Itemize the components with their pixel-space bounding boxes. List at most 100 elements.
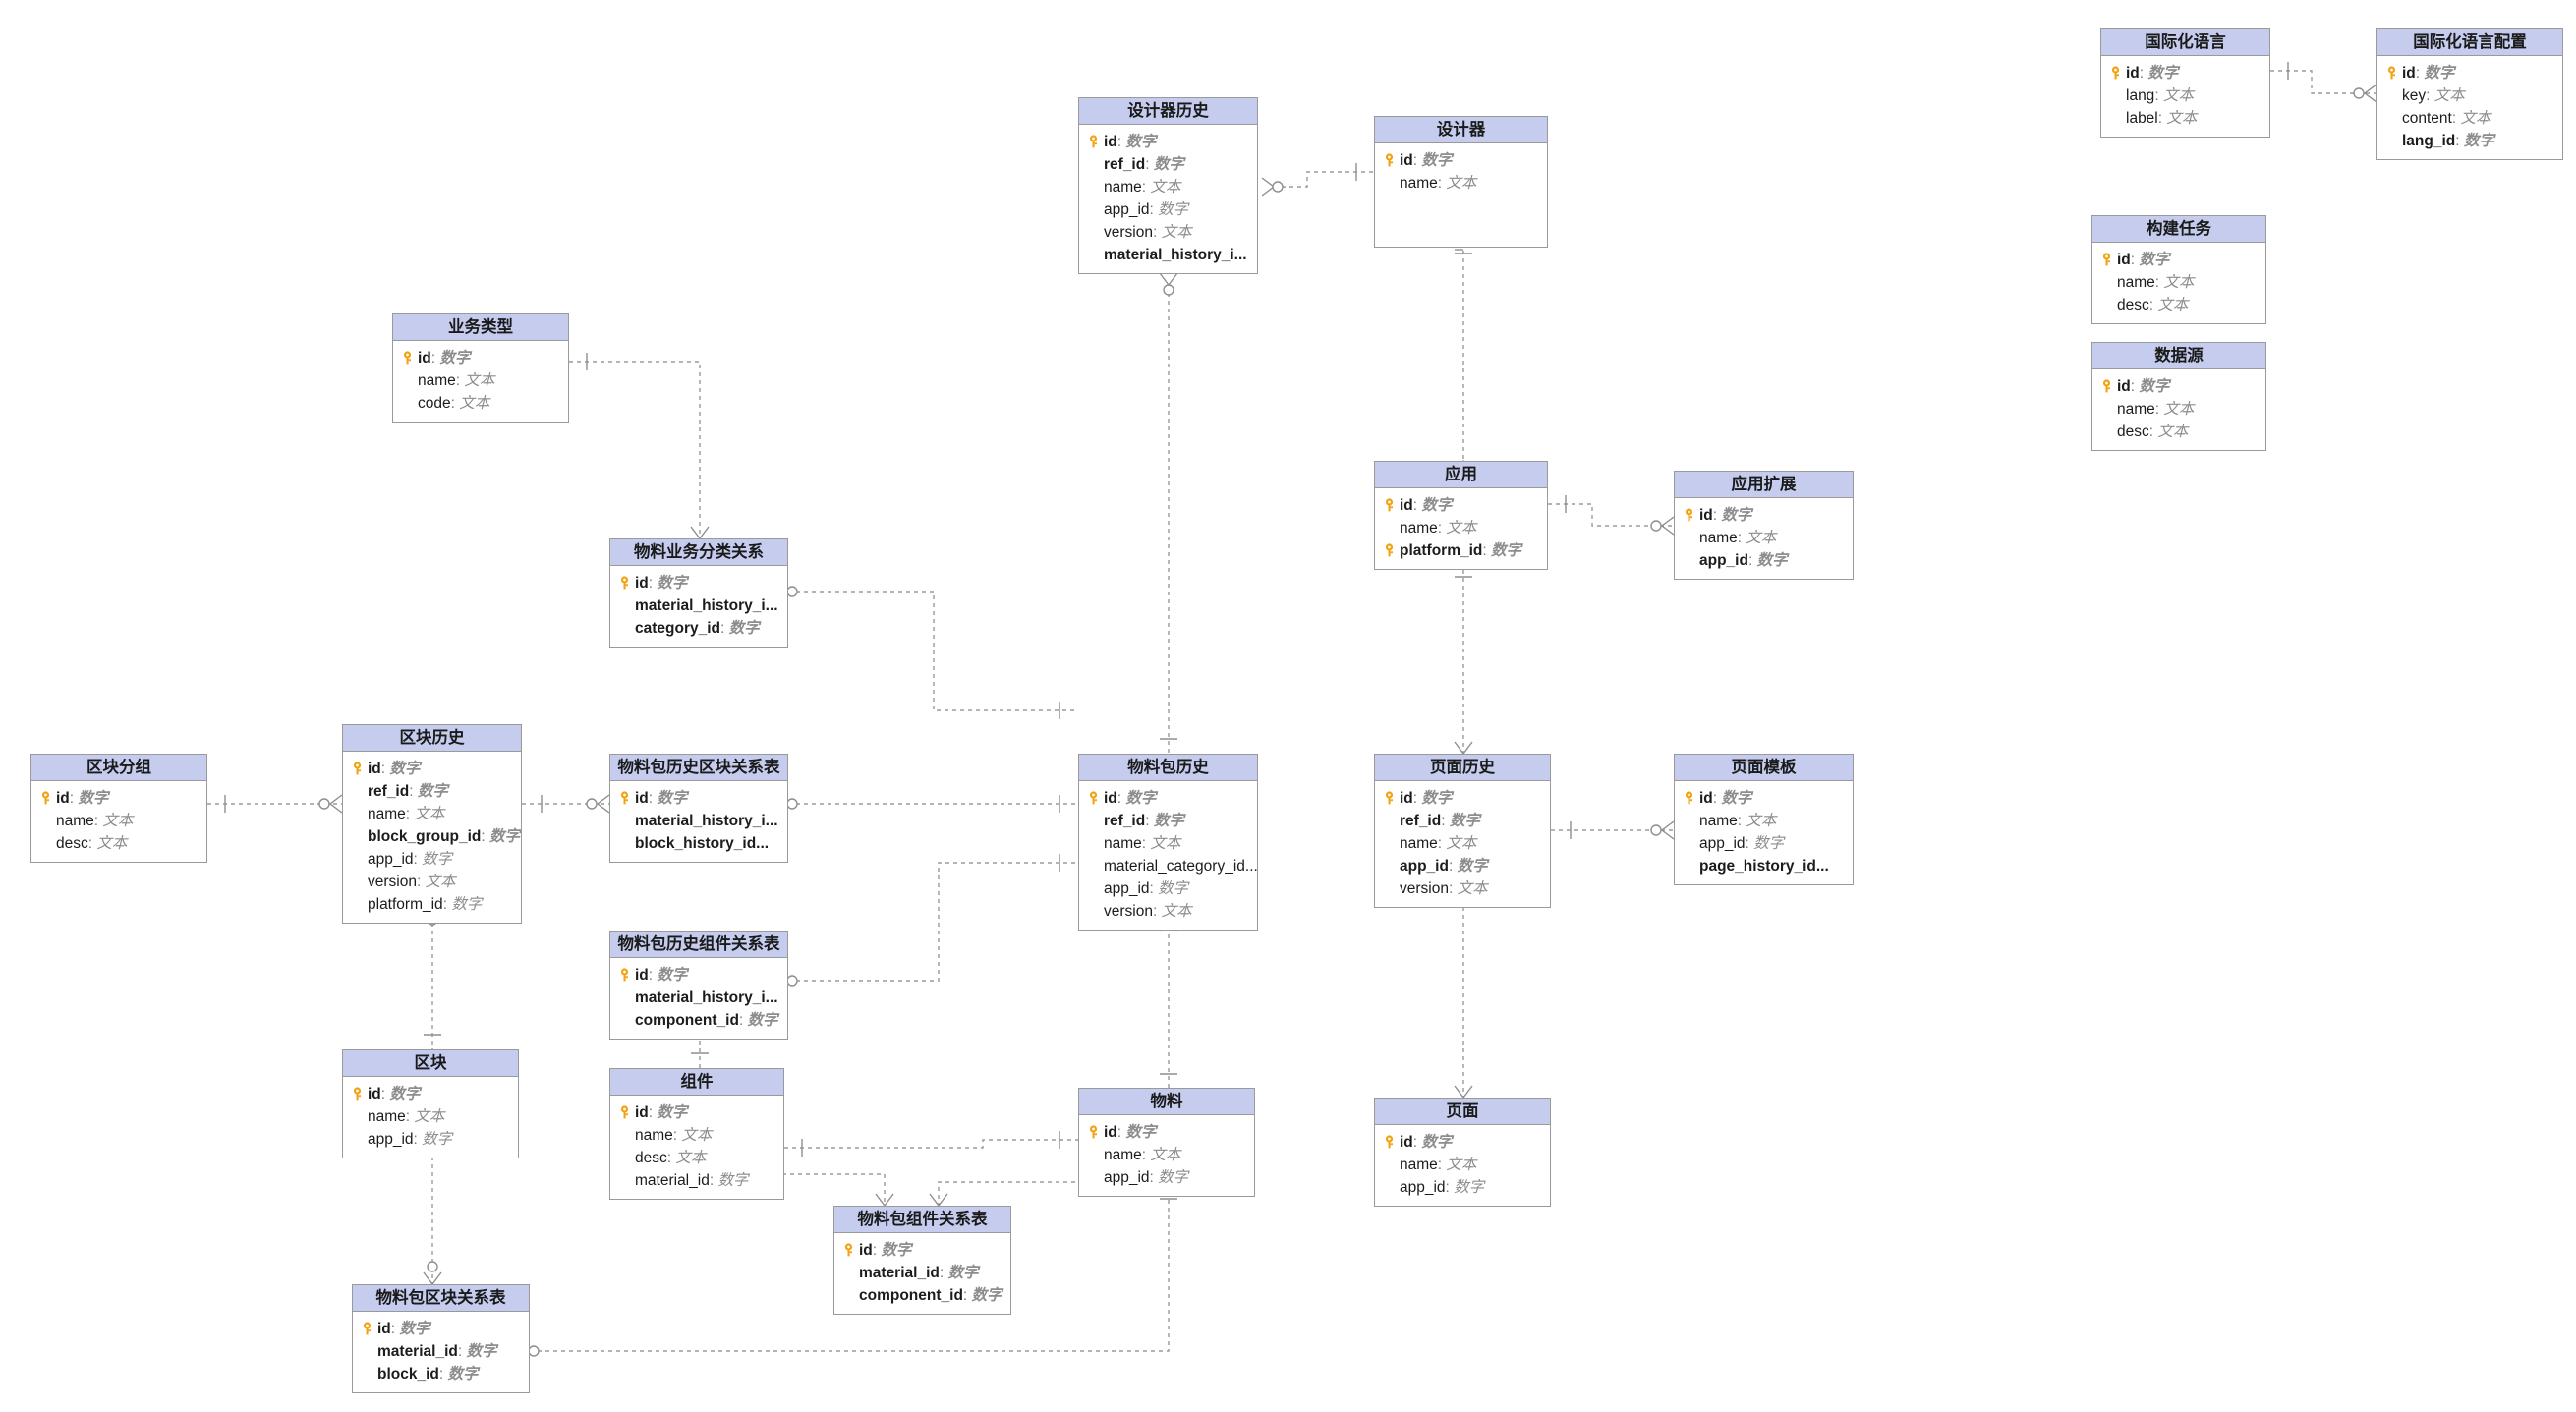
entity-title-build_task: 构建任务: [2092, 216, 2265, 243]
field-row: name: 文本: [1375, 517, 1547, 539]
field-separator: :: [2148, 297, 2158, 313]
primary-key-icon: [1088, 1124, 1104, 1141]
field-separator: :: [1747, 552, 1757, 569]
field-name: app_id: [1400, 1179, 1446, 1196]
field-type: 数字: [971, 1287, 1002, 1304]
field-type: 数字: [728, 620, 760, 637]
field-separator: :: [1412, 790, 1422, 807]
field-type: 文本: [2157, 424, 2189, 440]
field-row: platform_id: 数字: [1375, 539, 1547, 562]
field-separator: :: [1141, 835, 1151, 852]
field-name: id: [1104, 134, 1117, 150]
field-type: 数字: [1158, 201, 1189, 218]
field-row: version: 文本: [1375, 877, 1550, 900]
field-row: id: 数字: [2377, 62, 2562, 85]
entity-title-designer_history: 设计器历史: [1079, 98, 1257, 125]
field-name: id: [635, 1104, 649, 1121]
field-row: app_id: 数字: [1675, 549, 1853, 572]
field-type: 文本: [2157, 297, 2189, 313]
primary-key-icon: [1384, 542, 1400, 559]
field-row: name: 文本: [343, 803, 521, 825]
field-name: ref_id: [1104, 813, 1146, 829]
field-type: 数字: [1421, 790, 1453, 807]
field-type: 文本: [2163, 401, 2195, 418]
primary-key-icon: [2101, 378, 2117, 395]
field-name: block_id: [377, 1366, 439, 1383]
field-row: material_category_id...: [1079, 855, 1257, 877]
field-type: 数字: [1153, 156, 1184, 173]
entity-title-material: 物料: [1079, 1089, 1254, 1115]
field-name: desc: [56, 835, 88, 852]
entity-title-component: 组件: [610, 1069, 783, 1096]
field-name: name: [418, 372, 456, 389]
field-separator: :: [69, 790, 79, 807]
field-row: id: 数字: [31, 787, 206, 810]
field-name: id: [859, 1242, 873, 1259]
field-name: material_history_i...: [1104, 247, 1247, 263]
primary-key-icon: [352, 761, 368, 777]
field-type: 文本: [414, 806, 445, 822]
field-row: id: 数字: [834, 1239, 1010, 1262]
primary-key-icon: [362, 1321, 377, 1337]
field-type: 数字: [1158, 1169, 1189, 1186]
field-name: version: [1104, 903, 1153, 920]
field-name: content: [2402, 110, 2452, 127]
entity-title-i18n_lang_config: 国际化语言配置: [2377, 29, 2562, 56]
field-name: id: [1400, 790, 1413, 807]
field-type: 数字: [1457, 858, 1488, 875]
field-name: id: [2126, 65, 2140, 82]
field-type: 数字: [2463, 133, 2494, 149]
primary-key-icon: [2110, 65, 2126, 82]
field-separator: :: [416, 874, 426, 890]
primary-key-icon: [1384, 152, 1400, 169]
field-name: id: [1104, 1124, 1117, 1141]
field-row: platform_id: 数字: [343, 893, 521, 916]
field-row: name: 文本: [31, 810, 206, 832]
field-name: id: [1699, 790, 1713, 807]
field-separator: :: [1445, 1179, 1455, 1196]
field-type: 数字: [2147, 65, 2179, 82]
field-row: label: 文本: [2101, 107, 2269, 130]
field-row: material_id: 数字: [834, 1262, 1010, 1284]
field-separator: :: [1712, 507, 1722, 524]
field-row: app_id: 数字: [343, 1128, 518, 1151]
field-name: id: [56, 790, 70, 807]
field-separator: :: [405, 1108, 415, 1125]
field-name: material_history_i...: [635, 597, 778, 614]
field-separator: :: [2130, 378, 2140, 395]
field-type: 数字: [657, 790, 688, 807]
field-type: 数字: [1756, 552, 1788, 569]
field-separator: :: [2455, 133, 2464, 149]
field-name: key: [2402, 87, 2427, 104]
field-row: name: 文本: [1375, 172, 1547, 195]
field-separator: :: [1141, 1147, 1151, 1163]
